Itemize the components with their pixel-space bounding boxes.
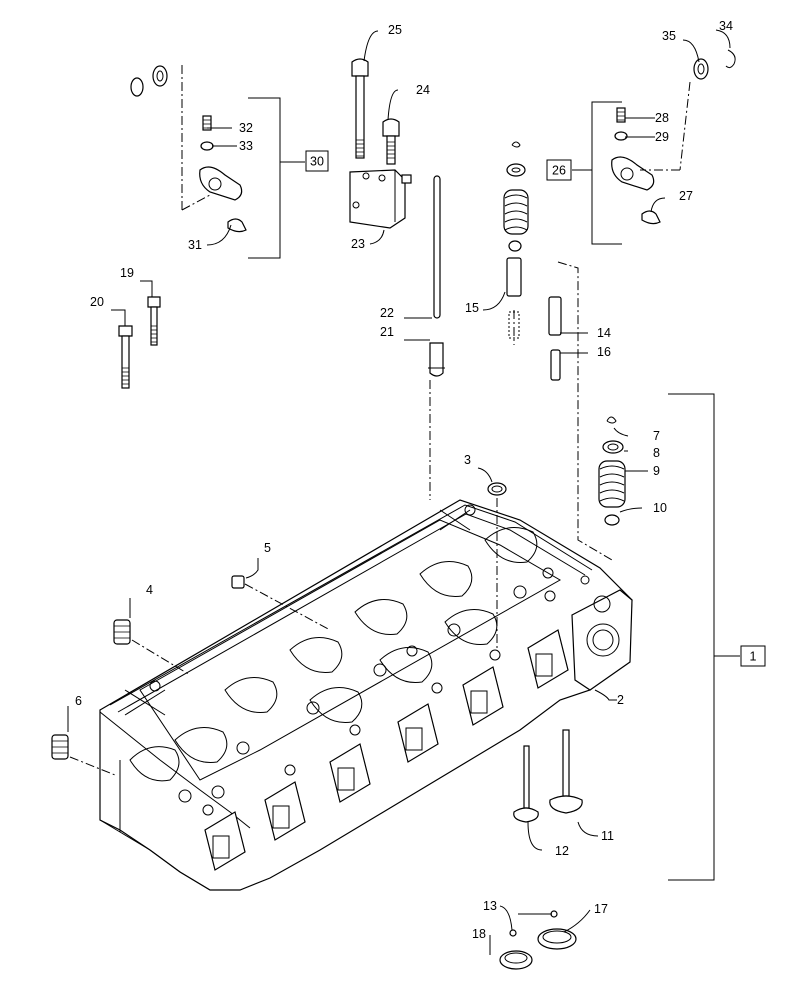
callout-13: 13 — [483, 899, 497, 913]
callout-15: 15 — [465, 301, 479, 315]
valve-11 — [549, 729, 583, 814]
callout-4: 4 — [146, 583, 153, 597]
callout-11: 11 — [601, 829, 614, 843]
callout-30: 30 — [310, 155, 324, 169]
callout-6: 6 — [75, 694, 82, 708]
head-outlet-flange — [571, 589, 633, 691]
bolt-20 — [118, 325, 133, 389]
plug-4 — [113, 619, 131, 645]
callout-20: 20 — [90, 295, 104, 309]
valve-pockets — [129, 527, 538, 782]
seal-16 — [550, 349, 561, 381]
spring-center — [503, 189, 529, 235]
callout-19: 19 — [120, 266, 134, 280]
callout-24: 24 — [416, 83, 430, 97]
callout-7: 7 — [653, 429, 660, 443]
valve-12 — [513, 745, 539, 823]
callout-12: 12 — [555, 844, 569, 858]
valve-guide-14 — [548, 296, 562, 336]
rocker-assembly-26 — [572, 81, 691, 245]
callout-22: 22 — [380, 306, 394, 320]
callout-1: 1 — [750, 650, 757, 664]
box-30: 30 — [305, 150, 329, 172]
callout-leaders — [67, 29, 731, 955]
callout-29: 29 — [655, 130, 669, 144]
callout-10: 10 — [653, 501, 667, 515]
callout-33: 33 — [239, 139, 253, 153]
callout-35: 35 — [662, 29, 676, 43]
callout-18: 18 — [472, 927, 486, 941]
washer-35-clip-34 — [693, 49, 736, 80]
callout-8: 8 — [653, 446, 660, 460]
callout-2: 2 — [617, 693, 624, 707]
seal-ring-3 — [487, 482, 507, 496]
callout-27: 27 — [679, 189, 693, 203]
bolt-19 — [147, 296, 161, 346]
callout-labels: 2 3 4 5 6 7 8 9 10 11 12 13 14 15 16 17 … — [75, 19, 733, 941]
callout-32: 32 — [239, 121, 253, 135]
callout-31: 31 — [188, 238, 202, 252]
head-bosses — [149, 504, 590, 816]
callout-3: 3 — [464, 453, 471, 467]
callout-21: 21 — [380, 325, 394, 339]
callout-25: 25 — [388, 23, 402, 37]
rocker-support-23 — [349, 169, 412, 229]
box-26: 26 — [546, 159, 572, 181]
callout-16: 16 — [597, 345, 611, 359]
cylinder-head — [99, 499, 633, 891]
seat-ring-17 — [537, 928, 577, 950]
plug-6 — [51, 734, 69, 760]
head-ports — [204, 629, 569, 871]
bolt-24 — [382, 118, 400, 165]
callout-34: 34 — [719, 19, 733, 33]
valve-spring-group — [598, 416, 626, 526]
tappet-21 — [428, 342, 445, 377]
valve-train-center — [503, 141, 529, 345]
push-rod-22 — [433, 175, 441, 319]
pins-13 — [509, 910, 558, 937]
callout-14: 14 — [597, 326, 611, 340]
plug-5 — [231, 575, 245, 589]
bolt-25 — [351, 58, 369, 159]
callout-5: 5 — [264, 541, 271, 555]
rocker-assembly-30 — [130, 65, 305, 259]
seat-ring-18 — [499, 950, 533, 970]
callout-17: 17 — [594, 902, 608, 916]
callout-23: 23 — [351, 237, 365, 251]
bracket-1: 1 — [668, 393, 766, 881]
callout-28: 28 — [655, 111, 669, 125]
callout-9: 9 — [653, 464, 660, 478]
callout-26: 26 — [552, 164, 566, 178]
